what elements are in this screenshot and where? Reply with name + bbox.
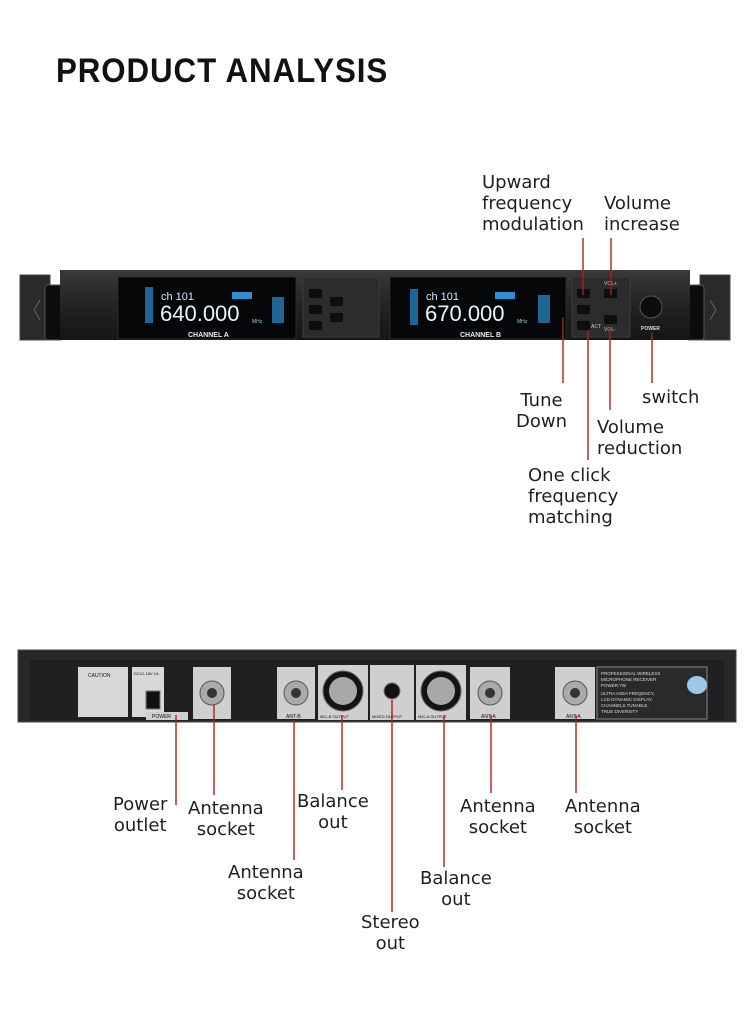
- svg-text:MIC-B OUTPUT: MIC-B OUTPUT: [320, 714, 349, 719]
- lcd-a-freq: 640.000: [160, 301, 240, 326]
- stereo-jack: [383, 682, 401, 700]
- rear-panel: CAUTION DC12-18V 1A POWER ANT-B MIC-B OU…: [17, 649, 737, 723]
- svg-text:ANT-B: ANT-B: [286, 714, 301, 720]
- front-panel: ch 101 640.000 MHz CHANNEL A ch 101 670.…: [19, 270, 731, 341]
- button-a-up[interactable]: [309, 289, 322, 298]
- label-switch: switch: [642, 387, 700, 408]
- svg-text:DC12-18V 1A: DC12-18V 1A: [134, 671, 159, 676]
- power-label: POWER: [641, 326, 660, 332]
- svg-text:ACT: ACT: [591, 324, 601, 330]
- button-b-act[interactable]: [577, 321, 590, 330]
- button-b-down[interactable]: [577, 305, 590, 314]
- lcd-b-name: CHANNEL B: [460, 332, 501, 339]
- page-title: PRODUCT ANALYSIS: [56, 52, 389, 90]
- lcd-a-ch: ch 101: [161, 291, 194, 303]
- button-a-vol-up[interactable]: [330, 297, 343, 306]
- power-switch[interactable]: [639, 295, 663, 319]
- svg-text:POWER:7W: POWER:7W: [601, 683, 627, 688]
- svg-text:POWER: POWER: [152, 714, 171, 720]
- svg-text:MIC-A OUTPUT: MIC-A OUTPUT: [418, 714, 447, 719]
- svg-text:MIXED OUTPUT: MIXED OUTPUT: [372, 714, 403, 719]
- button-a-vol-down[interactable]: [330, 313, 343, 322]
- caution-label: [78, 667, 128, 717]
- svg-text:TRUE DIVERSITY: TRUE DIVERSITY: [601, 709, 638, 714]
- svg-text:ULTRA HIGH FREQENCY,: ULTRA HIGH FREQENCY,: [601, 691, 655, 696]
- svg-text:ANT-A: ANT-A: [481, 714, 496, 720]
- svg-text:LCD DYNAMIC DISPLAY,: LCD DYNAMIC DISPLAY,: [601, 697, 653, 702]
- lcd-a-unit: MHz: [252, 319, 263, 325]
- lcd-b-ch: ch 101: [426, 291, 459, 303]
- svg-text:CAUTION: CAUTION: [88, 673, 111, 679]
- button-a-act[interactable]: [309, 321, 322, 330]
- svg-text:ANT-A: ANT-A: [566, 714, 581, 720]
- lcd-b-freq: 670.000: [425, 301, 505, 326]
- lcd-channel-b: [389, 276, 567, 340]
- svg-text:CHANNELS TUNABLE,: CHANNELS TUNABLE,: [601, 703, 649, 708]
- lcd-b-unit: MHz: [517, 319, 528, 325]
- button-b-vol-down[interactable]: [604, 315, 617, 324]
- button-a-down[interactable]: [309, 305, 322, 314]
- lcd-a-name: CHANNEL A: [188, 332, 229, 339]
- info-plate: [596, 666, 708, 720]
- power-socket: [145, 690, 161, 710]
- svg-text:PROFESSIONAL WIRELESS: PROFESSIONAL WIRELESS: [601, 671, 660, 676]
- inspection-seal: [687, 676, 707, 694]
- svg-text:MICROPHONE RECEIVER: MICROPHONE RECEIVER: [601, 677, 657, 682]
